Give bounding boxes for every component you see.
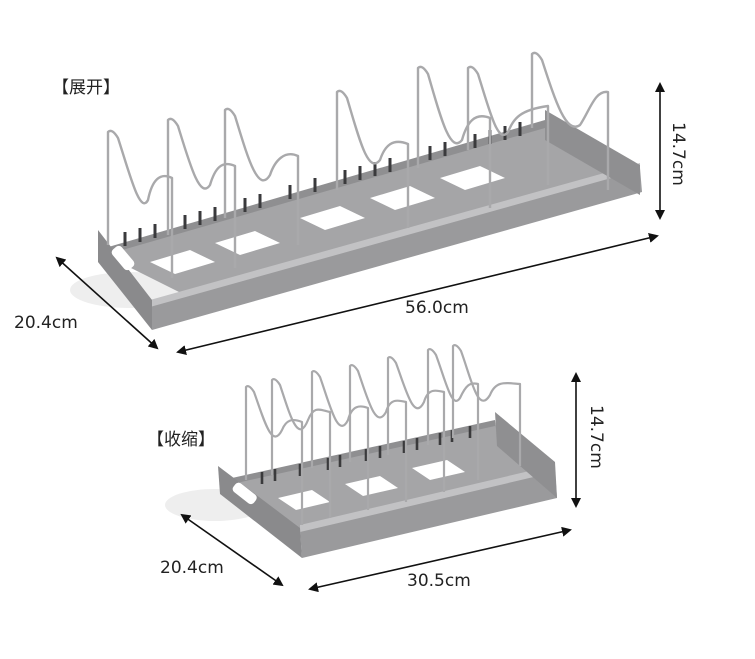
collapsed-height-label: 14.7cm xyxy=(586,405,606,469)
collapsed-depth-arrow xyxy=(180,513,284,587)
expanded-depth-label: 20.4cm xyxy=(14,313,78,333)
expanded-depth-arrow xyxy=(55,256,159,350)
collapsed-depth-label: 20.4cm xyxy=(160,558,224,578)
expanded-width-label: 56.0cm xyxy=(405,298,469,318)
collapsed-title: 【收缩】 xyxy=(147,430,215,450)
collapsed-width-arrow xyxy=(308,526,572,593)
expanded-rack xyxy=(70,51,642,330)
expanded-width-arrow xyxy=(176,233,659,355)
collapsed-rack xyxy=(165,344,557,558)
expanded-title: 【展开】 xyxy=(52,78,120,98)
collapsed-width-label: 30.5cm xyxy=(407,571,471,591)
expanded-height-label: 14.7cm xyxy=(668,122,688,186)
